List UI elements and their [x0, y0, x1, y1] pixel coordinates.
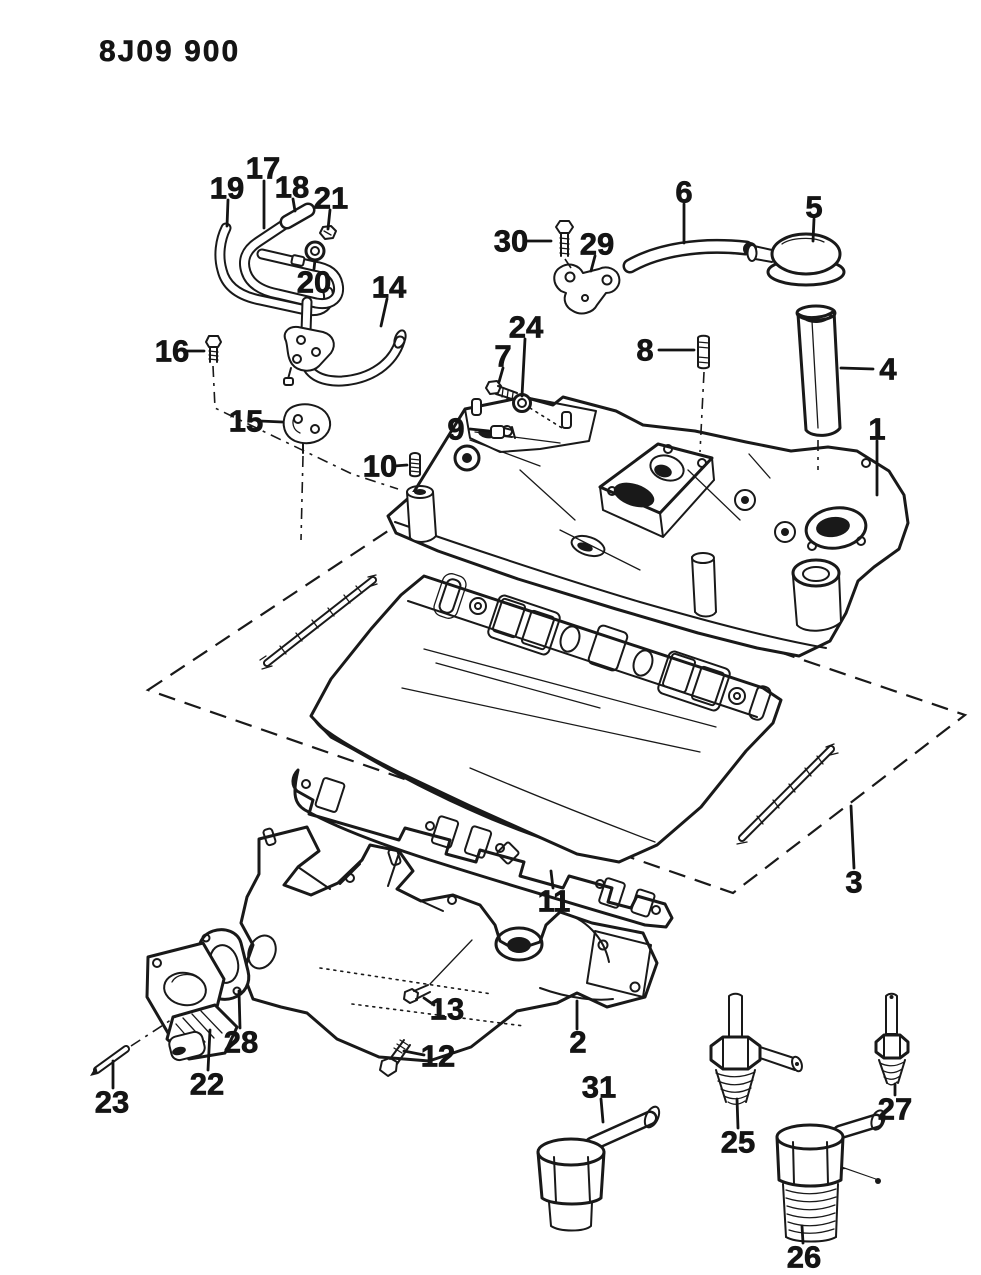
fitting-27-drawing [874, 992, 910, 1086]
vacuum-tube-17-drawing [239, 216, 345, 338]
callout-7: 7 [494, 339, 511, 374]
callout-29: 29 [580, 227, 614, 262]
bracket-29-drawing [553, 263, 621, 315]
callout-9: 9 [447, 412, 464, 447]
leader-11 [549, 869, 555, 890]
bolt-7-drawing [485, 380, 518, 401]
leader-26 [800, 1224, 805, 1245]
stud-23-drawing [90, 1045, 130, 1076]
leader-13 [422, 996, 436, 1007]
grommet-20-drawing [304, 240, 326, 262]
stud-10-drawing [409, 452, 421, 478]
callout-16: 16 [155, 334, 189, 369]
drawing-code: 8J09 900 [99, 35, 240, 68]
dashed-plane-outline [145, 521, 968, 895]
bracket-15-drawing [282, 403, 332, 454]
pcv-valve-drawing [746, 232, 846, 287]
callout-28: 28 [224, 1025, 258, 1060]
callout-25: 25 [721, 1125, 755, 1160]
callout-18: 18 [275, 170, 309, 205]
fitting-9-drawing [490, 425, 516, 439]
intake-gasket-drawing [291, 768, 674, 929]
rail-seal-rear [736, 743, 839, 845]
bolt-13-drawing [403, 939, 473, 1004]
leader-15 [258, 419, 284, 424]
leader-9 [468, 427, 491, 433]
callout-27: 27 [878, 1092, 912, 1127]
tube-bracket-drawing [283, 325, 335, 386]
callout-21: 21 [314, 181, 348, 216]
callout-24: 24 [509, 310, 544, 345]
leader-4 [839, 366, 875, 371]
bolt-30-drawing [555, 220, 574, 257]
rail-seal-front [259, 574, 378, 670]
fitting-25-drawing [709, 992, 803, 1105]
leader-25 [735, 1097, 740, 1130]
intake-manifold-drawing [386, 395, 910, 658]
callout-3: 3 [845, 865, 862, 900]
callout-11: 11 [538, 884, 571, 919]
leader-7 [497, 366, 505, 384]
nut-21-drawing [319, 225, 337, 240]
callout-19: 19 [210, 171, 244, 206]
leader-19 [225, 198, 230, 228]
bolt-16-drawing [205, 335, 222, 363]
leader-21 [326, 208, 332, 231]
callout-1: 1 [868, 412, 885, 447]
leader-12 [402, 1049, 426, 1057]
callout-26: 26 [787, 1240, 821, 1275]
callout-22: 22 [190, 1067, 224, 1102]
callout-6: 6 [675, 175, 692, 210]
callout-14: 14 [372, 270, 407, 305]
pcv-hose-drawing [622, 238, 757, 274]
leader-3 [849, 804, 856, 870]
callout-17: 17 [246, 151, 280, 186]
callout-5: 5 [805, 190, 822, 225]
hose-18-drawing [279, 202, 316, 230]
leader-14 [379, 297, 389, 328]
valley-pan-drawing [259, 573, 839, 864]
callout-10: 10 [363, 449, 397, 484]
stud-8-drawing [697, 334, 710, 370]
leader-20 [312, 258, 317, 271]
guide-lines [130, 258, 819, 1047]
callout-12: 12 [421, 1039, 455, 1074]
leader-29 [589, 254, 597, 273]
callout-4: 4 [879, 352, 897, 387]
leader-24 [520, 337, 527, 398]
callout-20: 20 [297, 265, 331, 300]
leader-10 [392, 463, 409, 468]
fitting-26-drawing [775, 1109, 886, 1243]
gasket-ports [301, 777, 661, 918]
leader-18 [291, 197, 297, 213]
leader-31 [599, 1097, 605, 1124]
vacuum-tube-assembly [205, 202, 407, 454]
egr-tube-drawing [145, 941, 239, 1062]
callout-15: 15 [229, 404, 263, 439]
callout-23: 23 [95, 1085, 129, 1120]
leader-22 [206, 1028, 212, 1072]
callout-30: 30 [494, 224, 528, 259]
leader-28 [237, 989, 242, 1030]
fitting-31-drawing [536, 1105, 661, 1232]
valley-pan-ports [433, 573, 772, 721]
exhaust-manifold-drawing [239, 825, 659, 1063]
callout-31: 31 [582, 1070, 616, 1105]
callout-13: 13 [430, 992, 464, 1027]
oil-filler-tube-drawing [795, 304, 842, 437]
bolt-12-drawing [379, 1039, 411, 1077]
callout-2: 2 [569, 1025, 586, 1060]
leader-5 [811, 217, 816, 243]
callout-8: 8 [636, 333, 653, 368]
